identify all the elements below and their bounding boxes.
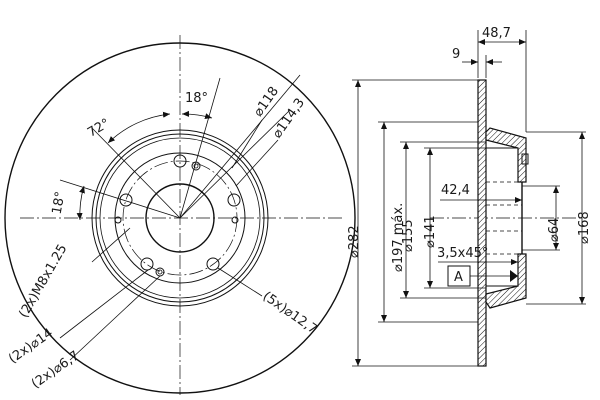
section-view: 48,7 9 ⌀282 ⌀197 máx. ⌀155 ⌀141 42,4 ⌀64 [347,26,592,367]
leader-holes-14 [59,269,149,339]
label-angle-18-top: 18° [185,91,208,106]
label-dim-168: ⌀168 [577,211,592,244]
bolt-hole-1 [173,154,187,168]
angle-ref-line-3 [59,179,181,219]
label-dim-48-7: 48,7 [482,26,511,41]
label-dia-114-3: ⌀114,3 [270,96,308,142]
section-hat-upper [485,127,527,183]
label-holes-6-7: (2x)⌀6,7 [29,348,82,392]
leader-dia-118 [231,119,263,169]
locating-hole-2 [114,216,122,224]
label-dim-42-4: 42,4 [441,183,470,198]
label-angle-72: 72° [85,116,112,141]
thread-hole-2 [155,267,165,277]
leader-holes-12-7 [217,267,263,297]
section-friction-ring [477,79,487,367]
locating-hole-1 [231,216,239,224]
leader-thread [91,227,131,263]
section-pilot-stub [521,153,529,165]
label-dim-197: ⌀197 máx. [391,203,406,272]
label-angle-18-left: 18° [50,190,69,215]
datum-triangle [510,270,518,282]
label-holes-14: (2x)⌀14 [6,326,56,367]
angle-ref-line-2 [179,77,221,219]
label-dim-64: ⌀64 [547,218,562,242]
label-chamfer: 3,5x45° [437,246,488,261]
angle-arc-18-left [76,185,85,221]
label-dim-141: ⌀141 [423,215,438,248]
label-dim-9: 9 [452,47,460,62]
angle-arc-72 [107,111,171,144]
label-dim-155: ⌀155 [401,219,416,252]
label-dim-282: ⌀282 [347,225,362,258]
angle-arc-18-top [181,110,213,119]
bolt-hole-4 [140,257,154,271]
bolt-hole-2 [227,193,241,207]
leader-dia-114-3 [235,139,279,187]
bolt-hole-3 [206,257,220,271]
label-thread: (2x)M8x1.25 [16,242,70,321]
bolt-hole-5 [119,193,133,207]
front-view: 72° 18° 18° ⌀118 ⌀114,3 (2x)M8x1.25 (2x)… [4,35,356,395]
thread-hole-1-inner [193,163,199,169]
label-datum: A [454,270,463,285]
angle-ref-line-1 [91,127,181,219]
label-holes-12-7: (5x)⌀12,7 [260,289,320,337]
angle-ref-line-5 [179,109,291,219]
thread-hole-2-inner [157,269,163,275]
angle-ref-line-4 [179,74,301,219]
leader-holes-6-7 [69,275,161,361]
